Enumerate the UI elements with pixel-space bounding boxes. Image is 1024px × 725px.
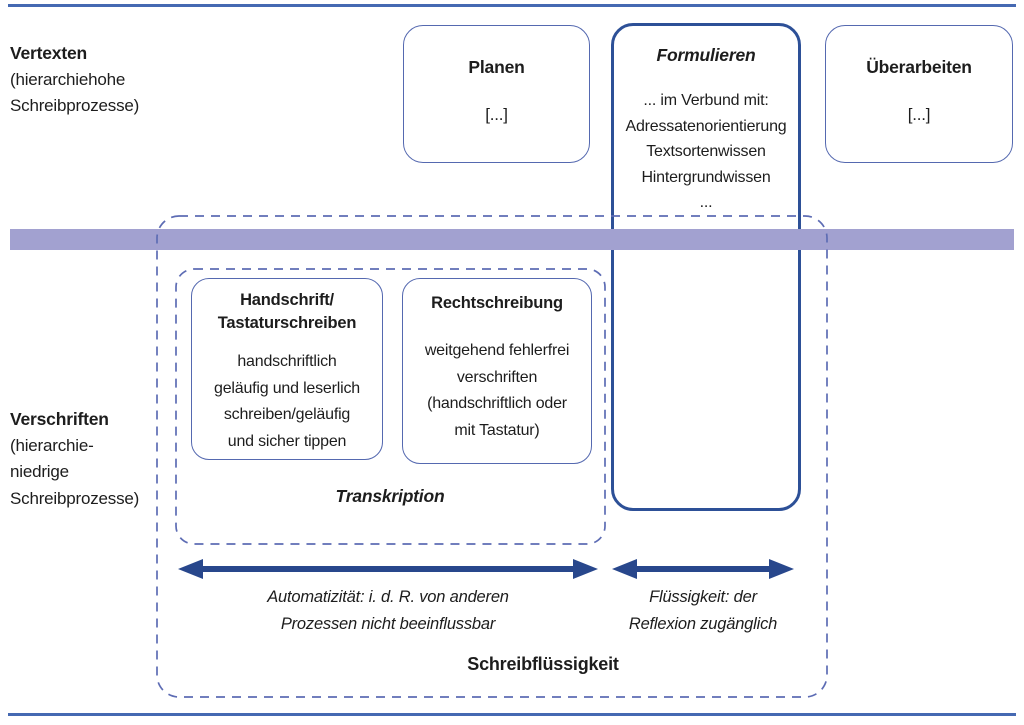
formulieren-box: Formulieren ... im Verbund mit: Adressat… [611, 23, 801, 511]
handschrift-line: handschriftlich [237, 353, 337, 370]
handschrift-line: schreiben/geläufig [223, 406, 351, 423]
handschrift-body: handschriftlich geläufig und leserlich s… [192, 349, 382, 455]
ueberarbeiten-title: Überarbeiten [866, 57, 972, 77]
vertexten-label: Vertexten (hierarchiehohe Schreibprozess… [10, 40, 139, 120]
handschrift-title: Handschrift/ [240, 291, 334, 309]
fluessigkeit-caption: Flüssigkeit: der Reflexion zugänglich [603, 584, 803, 638]
verschriften-line: (hierarchie- [10, 435, 94, 455]
vertexten-title: Vertexten [10, 43, 87, 63]
vertexten-line: Schreibprozesse) [10, 96, 140, 115]
rechtschreibung-body: weitgehend fehlerfrei verschriften (hand… [403, 338, 591, 444]
top-rule [8, 4, 1016, 7]
verschriften-label: Verschriften (hierarchie- niedrige Schre… [10, 406, 139, 512]
rechtschreibung-line: verschriften [456, 368, 538, 386]
vertexten-line: (hierarchiehohe [10, 69, 126, 89]
handschrift-line: geläufig und leserlich [214, 379, 360, 397]
rechtschreibung-line: mit Tastatur) [454, 421, 540, 439]
automatizitaet-caption-line: Automatizität: i. d. R. von anderen [267, 588, 509, 606]
schreibfluessigkeit-label: Schreibflüssigkeit [467, 654, 619, 674]
formulieren-line: ... [699, 194, 713, 211]
crossing-band [10, 229, 1014, 250]
planen-body: [...] [485, 105, 508, 124]
fluessigkeit-caption-line: Reflexion zugänglich [628, 615, 778, 633]
automatizitaet-caption: Automatizität: i. d. R. von anderen Proz… [177, 584, 599, 638]
formulieren-line: Textsortenwissen [646, 143, 766, 160]
formulieren-body: ... im Verbund mit: Adressatenorientieru… [614, 88, 798, 216]
planen-box: Planen [...] [403, 25, 590, 163]
handschrift-line: und sicher tippen [227, 432, 347, 450]
automatizitaet-double-arrow-icon [178, 559, 598, 579]
rechtschreibung-line: (handschriftlich oder [427, 395, 567, 412]
rechtschreibung-box: Rechtschreibung weitgehend fehlerfrei ve… [402, 278, 592, 464]
handschrift-box: Handschrift/ Tastaturschreiben handschri… [191, 278, 383, 460]
rechtschreibung-line: weitgehend fehlerfrei [424, 342, 570, 359]
handschrift-title: Tastaturschreiben [217, 314, 357, 332]
verschriften-line: Schreibprozesse) [10, 488, 140, 508]
fluessigkeit-double-arrow-icon [612, 559, 794, 579]
formulieren-line: Hintergrundwissen [641, 168, 771, 186]
verschriften-line: niedrige [10, 462, 69, 481]
formulieren-title: Formulieren [656, 45, 756, 65]
fluessigkeit-caption-line: Flüssigkeit: der [649, 588, 757, 606]
formulieren-line: Adressatenorientierung [625, 117, 787, 135]
bottom-rule [8, 713, 1016, 716]
transkription-label: Transkription [335, 486, 445, 506]
verschriften-title: Verschriften [10, 409, 109, 429]
rechtschreibung-title: Rechtschreibung [431, 294, 563, 312]
formulieren-line: ... im Verbund mit: [643, 92, 769, 109]
planen-title: Planen [468, 57, 525, 77]
ueberarbeiten-body: [...] [907, 105, 931, 124]
ueberarbeiten-box: Überarbeiten [...] [825, 25, 1013, 163]
automatizitaet-caption-line: Prozessen nicht beeinflussbar [280, 615, 496, 633]
